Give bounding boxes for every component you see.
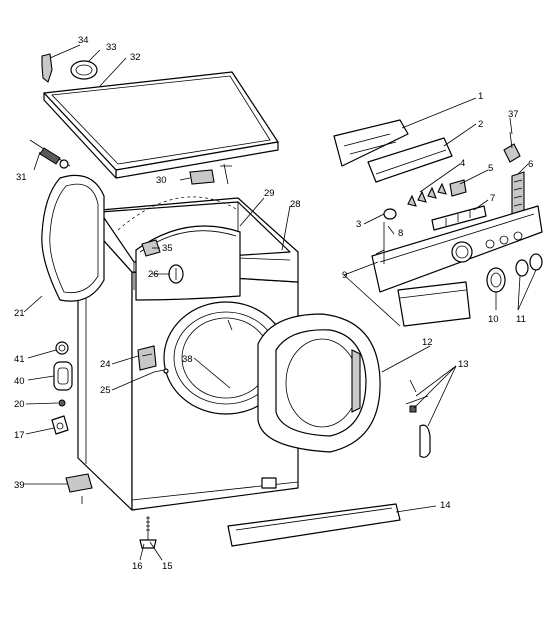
- base-foot-39: [65, 473, 93, 504]
- callout-14: 14: [440, 500, 451, 511]
- selector-switches-4: [407, 182, 447, 207]
- callout-16: 16: [132, 561, 143, 572]
- callout-3: 3: [356, 219, 361, 230]
- callout-26: 26: [148, 269, 159, 280]
- callout-17: 17: [14, 430, 25, 441]
- callout-7: 7: [490, 193, 495, 204]
- callout-28: 28: [290, 199, 301, 210]
- callout-4: 4: [460, 158, 465, 169]
- callout-21: 21: [14, 308, 25, 319]
- bellows-spring: [29, 139, 71, 169]
- callout-10: 10: [488, 314, 499, 325]
- top-lid: [43, 71, 279, 179]
- callout-35: 35: [162, 243, 173, 254]
- door-handle-parts: [405, 379, 431, 458]
- callout-24: 24: [100, 359, 111, 370]
- callout-13: 13: [458, 359, 469, 370]
- button-block-5: [449, 179, 467, 197]
- callout-5: 5: [488, 163, 493, 174]
- callout-12: 12: [422, 337, 433, 348]
- leader-lines: [23, 44, 537, 561]
- pcb-board-1: [333, 119, 409, 167]
- callout-33: 33: [106, 42, 117, 53]
- callout-38: 38: [182, 354, 193, 365]
- rear-gasket: [41, 174, 105, 302]
- callout-9: 9: [342, 270, 347, 281]
- small-cap-41: [55, 341, 69, 355]
- callout-labels: 34 33 32 1 2 37 4 5 6 7 8 3 9 10 11 12 1…: [14, 35, 533, 572]
- callout-1: 1: [478, 91, 483, 102]
- callout-8: 8: [398, 228, 403, 239]
- callout-29: 29: [264, 188, 275, 199]
- button-strip-7: [431, 205, 487, 231]
- foot-pad-40: [53, 361, 73, 391]
- callout-20: 20: [14, 399, 25, 410]
- callout-25: 25: [100, 385, 111, 396]
- drain-plug: [168, 264, 184, 284]
- round-cap: [70, 60, 98, 80]
- small-knobs-11: [515, 253, 543, 277]
- shaft-37: [503, 131, 521, 163]
- detergent-drawer: [397, 281, 471, 327]
- leveling-foot: [139, 516, 157, 549]
- callout-2: 2: [478, 119, 483, 130]
- lock-pin: [153, 368, 169, 374]
- callout-34: 34: [78, 35, 89, 46]
- callout-39: 39: [14, 480, 25, 491]
- clip-17: [51, 415, 69, 435]
- small-nut-20: [58, 399, 66, 407]
- callout-37: 37: [508, 109, 519, 120]
- door-lock: [137, 345, 157, 371]
- electronic-module-2: [367, 137, 453, 183]
- main-knob-10: [486, 267, 506, 293]
- latch-bracket: [189, 163, 232, 185]
- control-fascia-9: [371, 205, 543, 293]
- callout-30: 30: [156, 175, 167, 186]
- callout-32: 32: [130, 52, 141, 63]
- hinge-clip: [41, 53, 53, 83]
- kick-plate: [227, 503, 401, 547]
- knob-3: [383, 208, 397, 220]
- callout-40: 40: [14, 376, 25, 387]
- callout-6: 6: [528, 159, 533, 170]
- detergent-clip: [141, 239, 161, 257]
- callout-15: 15: [162, 561, 173, 572]
- callout-31: 31: [16, 172, 27, 183]
- callout-11: 11: [516, 314, 526, 325]
- callout-41: 41: [14, 354, 25, 365]
- door-assembly: [257, 313, 381, 453]
